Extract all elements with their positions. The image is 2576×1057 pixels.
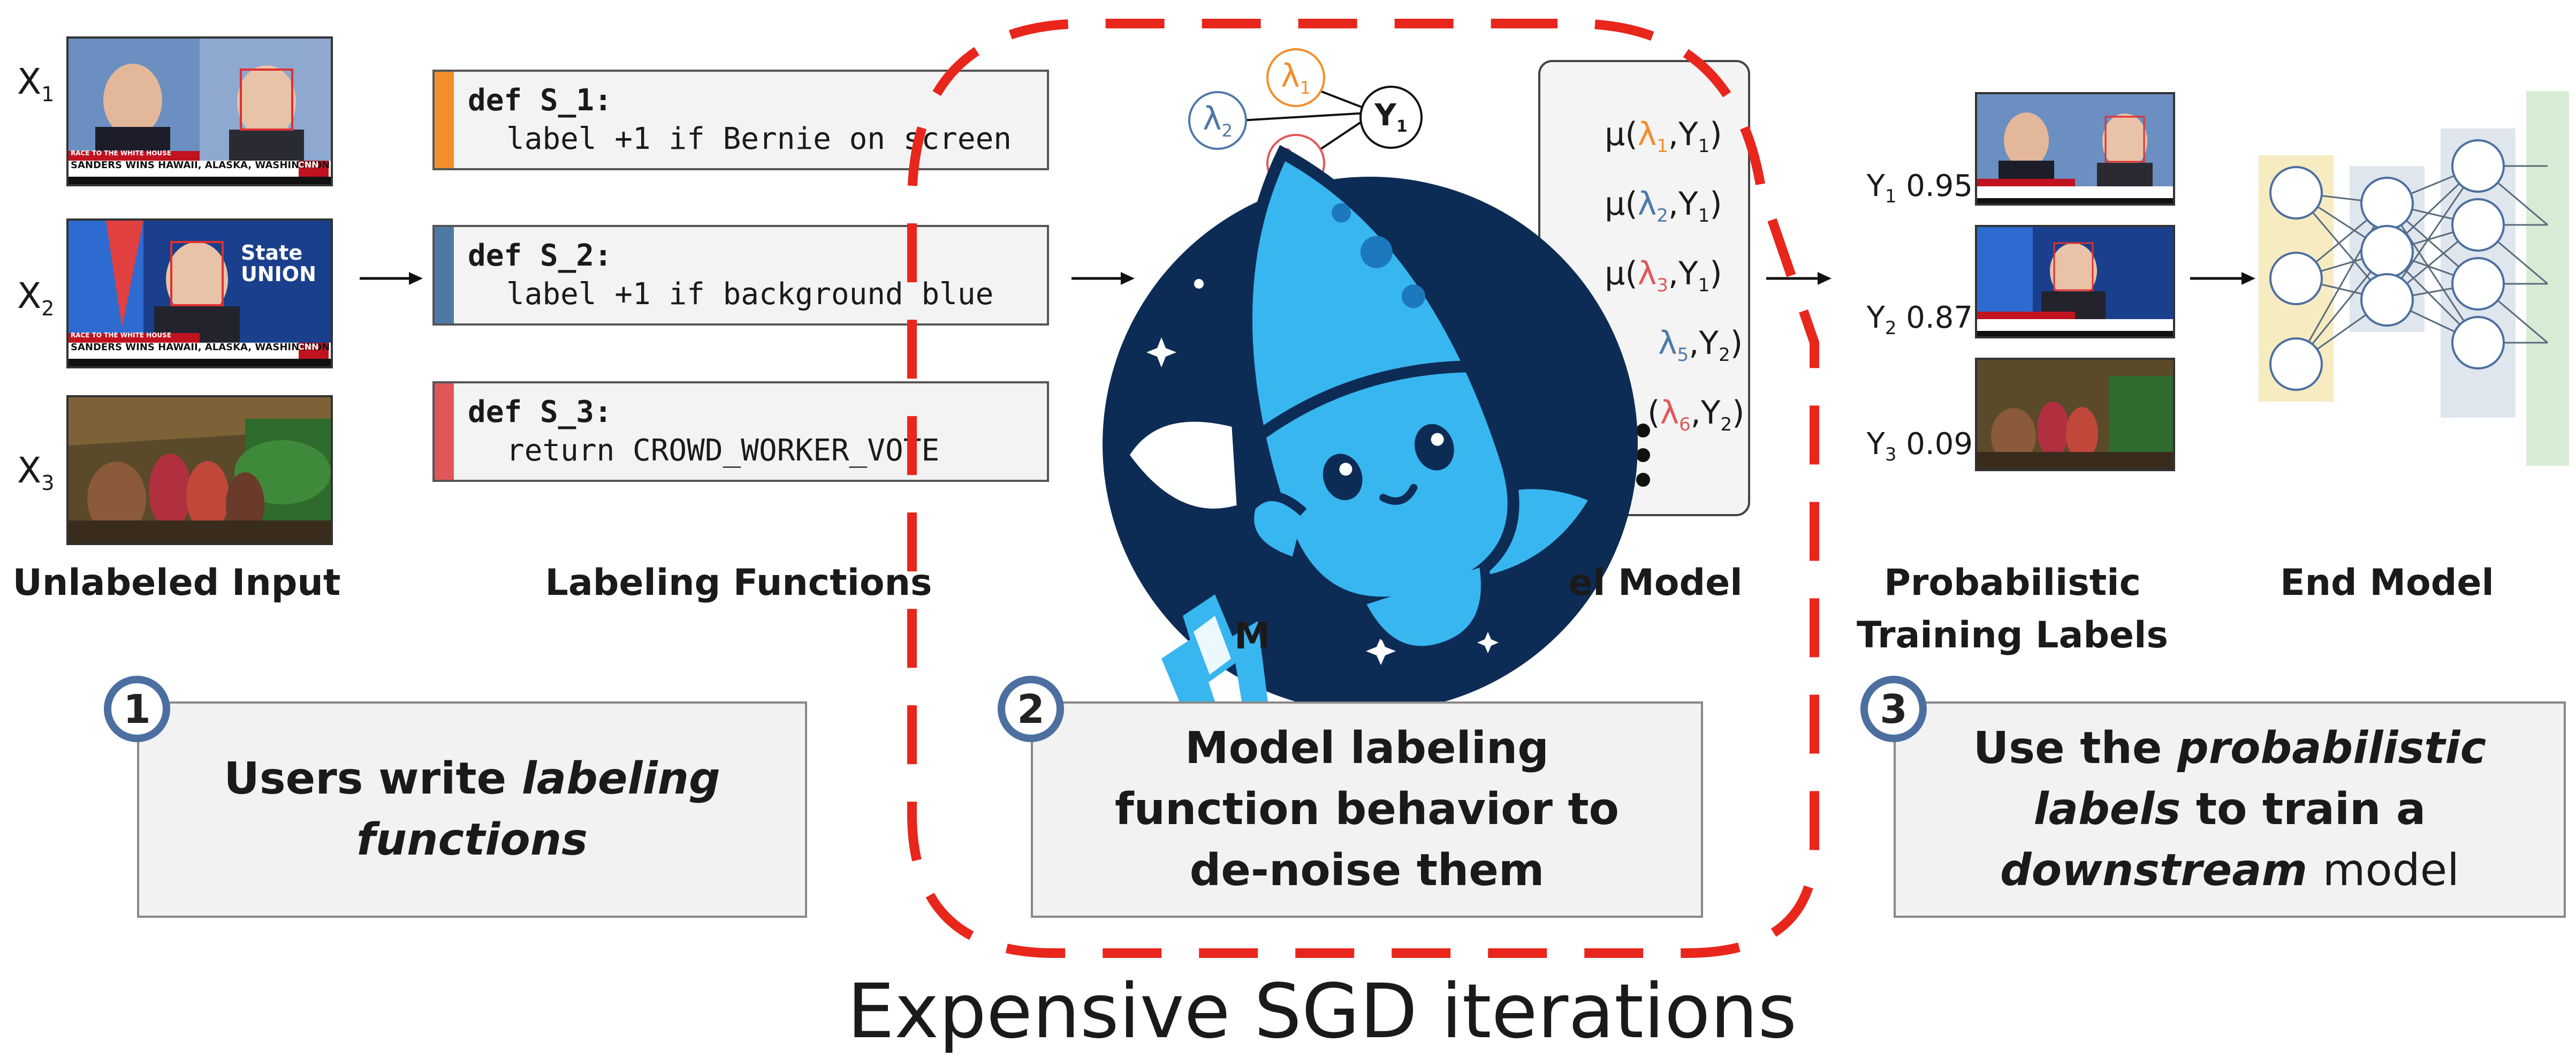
input-thumbnail-2: [66, 218, 333, 368]
lf3-color-bar: [435, 383, 454, 480]
arrow-right-icon: [1072, 272, 1135, 285]
probabilistic-labels-line-2: Training Labels: [1857, 614, 2168, 656]
x2-label: X2: [17, 275, 55, 321]
x1-caption: SANDERS WINS HAWAII, ALASKA, WASHINGTON: [71, 160, 330, 171]
end-model-title: End Model: [2280, 562, 2494, 604]
lf2-body: label +1 if background blue: [506, 277, 994, 312]
probabilistic-labels-line-1: Probabilistic: [1884, 562, 2141, 604]
labeling-functions-title: Labeling Functions: [545, 562, 932, 604]
rocket-squid-mascot-icon: [1103, 145, 1638, 723]
labeled-thumbnail-3: [1975, 358, 2175, 471]
lf3-body: return CROWD_WORKER_VOTE: [506, 433, 940, 468]
step-number-3: 3: [1860, 676, 1927, 742]
mu-row-5: (λ6,Y2): [1647, 394, 1745, 435]
x1-label: X1: [17, 61, 55, 107]
unlabeled-input-title: Unlabeled Input: [12, 562, 341, 604]
lambda-node-2: λ2: [1188, 91, 1247, 150]
lf1-def: def S_1:: [468, 83, 612, 118]
lf2-def: def S_2:: [468, 238, 612, 273]
prob-label-2: Y2 0.87: [1866, 300, 1973, 339]
neural-network-icon: [2259, 91, 2569, 466]
x2-brand: CNN: [298, 342, 319, 352]
x3-label: X3: [17, 450, 55, 495]
arrow-right-icon: [2190, 272, 2255, 285]
prob-label-1: Y1 0.95: [1866, 169, 1973, 208]
mu-row-1: μ(λ1,Y1): [1605, 116, 1722, 157]
x1-brand: CNN: [298, 160, 319, 170]
vertical-ellipsis-icon: [1636, 424, 1650, 487]
labeling-function-2: def S_2: label +1 if background blue: [432, 225, 1049, 326]
x2-tag: RACE TO THE WHITE HOUSE: [71, 331, 172, 339]
step-number-1: 1: [104, 676, 170, 742]
probabilistic-labels-title: Probabilistic Training Labels: [1841, 557, 2184, 662]
labeled-thumbnail-2: [1975, 225, 2175, 338]
x1-tag: RACE TO THE WHITE HOUSE: [71, 149, 172, 157]
prob-label-3: Y3 0.09: [1866, 427, 1973, 466]
x2-caption: SANDERS WINS HAWAII, ALASKA, WASHINGTON: [71, 342, 330, 353]
arrow-right-icon: [360, 272, 423, 285]
lf1-color-bar: [435, 72, 454, 168]
expensive-sgd-label: Expensive SGD iterations: [847, 968, 1797, 1055]
lf3-def: def S_3:: [468, 395, 612, 429]
labeling-function-3: def S_3: return CROWD_WORKER_VOTE: [432, 381, 1049, 482]
label-model-title-fragment: M: [1234, 615, 1271, 658]
mu-row-2: μ(λ2,Y1): [1605, 185, 1722, 227]
lambda-node-1: λ1: [1266, 48, 1325, 107]
x2-overlay: State UNION: [241, 241, 316, 286]
mu-row-3: μ(λ3,Y1): [1605, 255, 1722, 296]
y-node: Y1: [1359, 86, 1423, 149]
labeled-thumbnail-1: [1975, 92, 2175, 206]
input-thumbnail-3: [66, 395, 333, 545]
lf2-color-bar: [435, 227, 454, 323]
input-thumbnail-1: [66, 36, 333, 186]
arrow-right-icon: [1766, 272, 1832, 285]
mu-row-4: λ5,Y2): [1658, 324, 1743, 366]
expensive-sgd-outline: [907, 19, 1819, 958]
label-model-title: el Model: [1568, 562, 1743, 604]
